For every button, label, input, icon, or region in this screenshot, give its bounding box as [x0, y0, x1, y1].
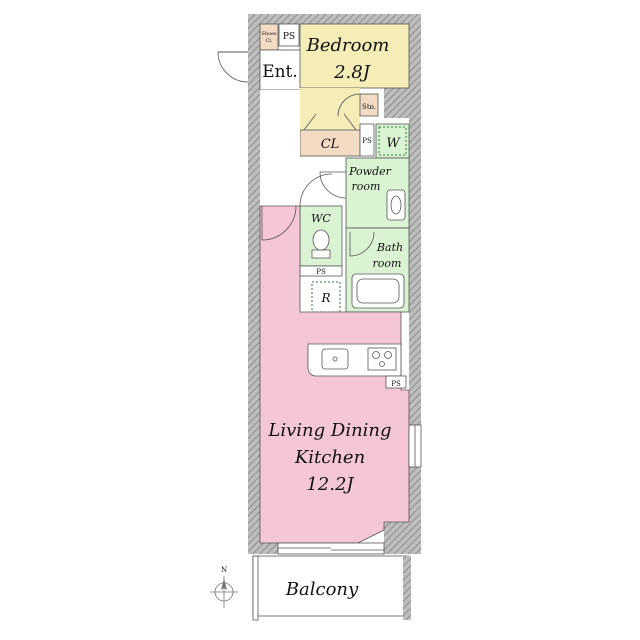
- storage-door-swing: [337, 93, 361, 117]
- bathtub-inner: [356, 278, 400, 304]
- bath-room-label-1: Bath: [376, 241, 403, 254]
- ps-kitchen-label: PS: [391, 380, 401, 388]
- powder-room-label-1: Powder: [348, 165, 392, 178]
- wc-door-swing: [299, 173, 333, 207]
- powder-room-door-swing: [319, 171, 347, 199]
- column-bottom-right: [384, 522, 421, 554]
- wall-bottom-left: [248, 543, 278, 554]
- bedroom-size: 2.8J: [333, 62, 372, 83]
- ldk-size: 12.2J: [306, 474, 355, 495]
- ps-kitchen: [385, 375, 407, 389]
- outer-wall-left: [248, 14, 260, 554]
- outer-wall-top: [248, 14, 421, 24]
- storage-area: [359, 93, 379, 117]
- balcony-window: [277, 542, 385, 555]
- vanity-basin: [390, 195, 402, 215]
- vanity-sink: [386, 189, 406, 221]
- column-right-mid: [384, 88, 421, 118]
- entrance-label: Ent.: [262, 62, 298, 82]
- bedroom-area: [299, 23, 410, 89]
- balcony-rail-left: [252, 555, 259, 621]
- shoe-closet-label-2: Cl.: [265, 38, 272, 44]
- stove-burner-3: [379, 361, 385, 367]
- ldk-door-swing: [261, 205, 297, 241]
- ldk-label-2: Kitchen: [294, 447, 365, 468]
- ldk-label-1: Living Dining: [267, 420, 391, 441]
- ps-mid-label: PS: [362, 137, 372, 145]
- entrance-door-swing: [217, 51, 249, 83]
- bath-room-label-2: room: [373, 257, 402, 270]
- entrance-area: [259, 49, 303, 91]
- closet-area: [299, 129, 361, 157]
- wc-label: WC: [311, 212, 331, 225]
- bedroom-area-lower: [300, 88, 360, 130]
- hallway: [260, 90, 300, 206]
- refrigerator-label: R: [320, 291, 330, 305]
- washer-area: [375, 123, 410, 159]
- ps-top: [278, 23, 300, 47]
- shoe-closet-label-1: Shoes: [261, 31, 277, 37]
- compass-rose: N: [210, 566, 238, 608]
- outer-wall-right: [409, 14, 421, 554]
- washer-label: W: [386, 136, 401, 151]
- toilet-tank: [311, 249, 331, 259]
- stove: [367, 347, 397, 371]
- closet-label: CL: [321, 137, 340, 152]
- closet-door-swing: [303, 113, 357, 131]
- balcony-label: Balcony: [285, 579, 359, 600]
- ps-top-label: PS: [283, 32, 295, 42]
- ps-wc-label: PS: [316, 268, 326, 276]
- bathtub: [351, 273, 405, 309]
- bedroom-label: Bedroom: [306, 35, 390, 56]
- sink-drain: [332, 356, 338, 362]
- powder-room-label-2: room: [352, 180, 381, 193]
- balcony-rail-right: [403, 556, 411, 620]
- toilet-bowl: [312, 229, 330, 251]
- storage-label: Sto.: [362, 103, 376, 111]
- kitchen-sink: [321, 348, 349, 370]
- stove-burner-2: [384, 351, 392, 359]
- ps-mid: [359, 123, 375, 157]
- compass-north-arrow: [221, 578, 227, 590]
- bath-room-door-swing: [349, 231, 375, 257]
- compass-north-label: N: [221, 566, 227, 574]
- stove-burner-1: [372, 351, 380, 359]
- shoe-closet-area: [259, 23, 279, 51]
- washer-outline: [378, 126, 407, 156]
